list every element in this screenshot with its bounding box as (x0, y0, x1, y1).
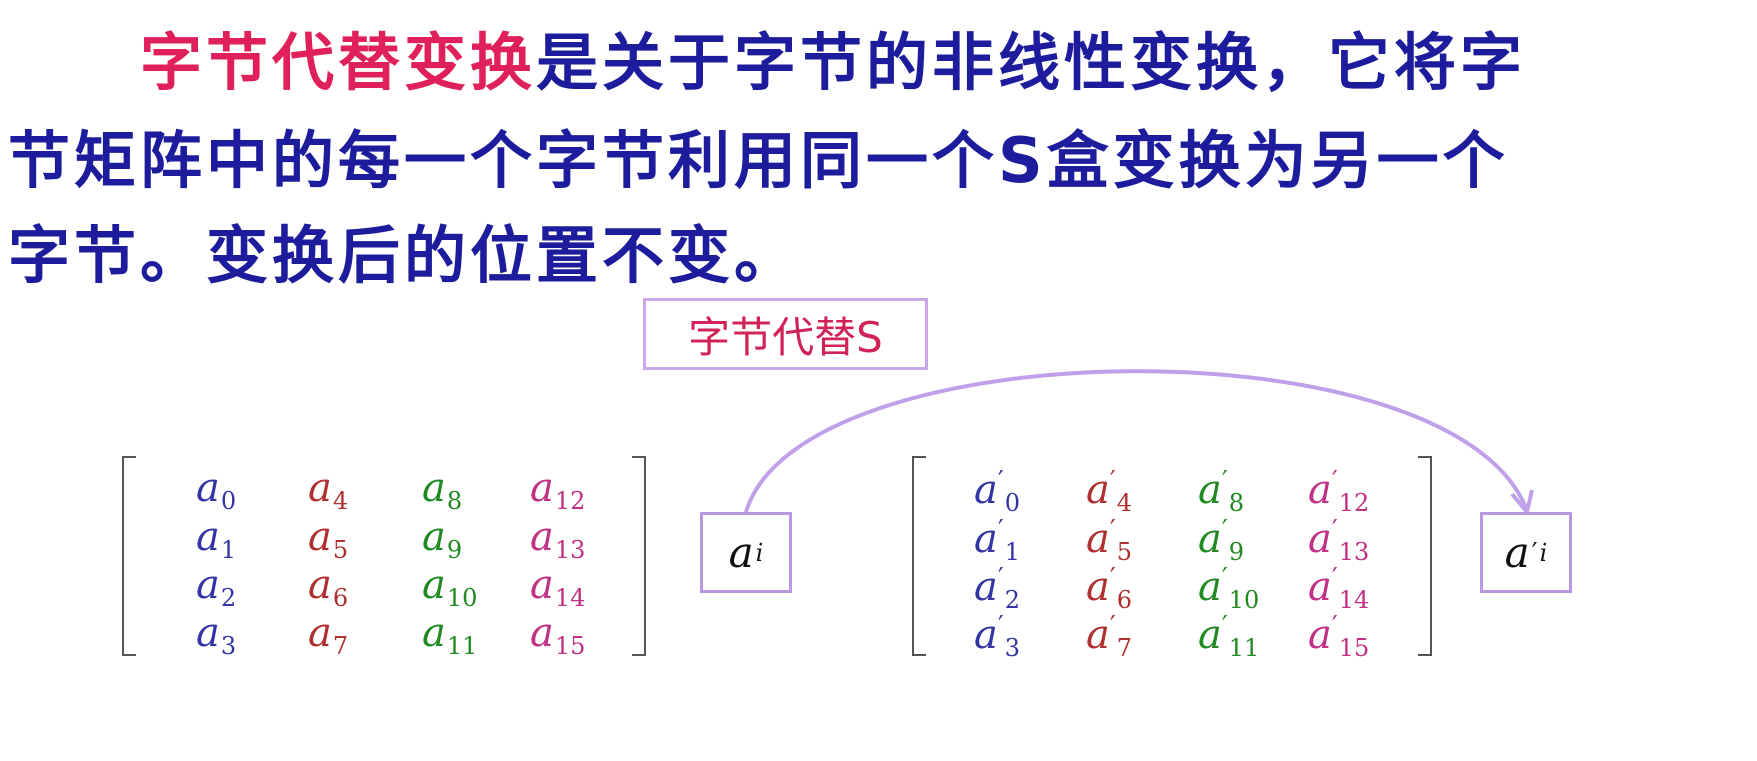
matrix-before-cell: a4 (308, 465, 349, 515)
matrix-after-cell: a′4 (1086, 466, 1133, 517)
matrix-before-cell: a12 (530, 465, 586, 515)
matrix-after-cell: a′8 (1198, 466, 1245, 517)
matrix-before-cell: a15 (530, 610, 586, 660)
matrix-after-cell: a′7 (1086, 611, 1133, 662)
matrix-before-cell: a14 (530, 562, 586, 612)
matrix-before-cell: a8 (422, 465, 463, 515)
paragraph-line-3: 字节。变换后的位置不变。 (8, 219, 801, 292)
highlight-cell-after: a′i (1480, 512, 1572, 593)
matrix-after-cell: a′11 (1198, 611, 1260, 662)
matrix-after-cell: a′3 (974, 611, 1021, 662)
matrix-after-cell: a′6 (1086, 563, 1133, 614)
matrix-after-cell: a′10 (1198, 563, 1260, 614)
left-bracket (912, 456, 926, 656)
right-bracket (632, 456, 646, 656)
matrix-after-cell: a′1 (974, 515, 1021, 566)
matrix-after-cell: a′0 (974, 466, 1021, 517)
matrix-after-cell: a′15 (1308, 611, 1370, 662)
matrix-after-cell: a′14 (1308, 563, 1370, 614)
matrix-before-cell: a13 (530, 514, 586, 564)
matrix-before-cell: a0 (196, 465, 237, 515)
matrix-before-cell: a6 (308, 562, 349, 612)
paragraph-line-1: 字节代替变换是关于字节的非线性变换，它将字 (140, 12, 1526, 102)
matrix-before-cell: a1 (196, 514, 237, 564)
matrix-before-cell: a11 (422, 610, 478, 660)
matrix-before-cell: a3 (196, 610, 237, 660)
right-bracket (1418, 456, 1432, 656)
matrix-before-cell: a7 (308, 610, 349, 660)
matrix-after-cell: a′12 (1308, 466, 1370, 517)
matrix-before-cell: a10 (422, 562, 478, 612)
matrix-after-cell: a′9 (1198, 515, 1245, 566)
matrix-before-cell: a5 (308, 514, 349, 564)
matrix-after-cell: a′2 (974, 563, 1021, 614)
matrix-after-cell: a′5 (1086, 515, 1133, 566)
highlight-term: 字节代替变换 (140, 26, 537, 99)
sbox-label-box: 字节代替S (643, 298, 928, 370)
matrix-before-cell: a9 (422, 514, 463, 564)
matrix-after-cell: a′13 (1308, 515, 1370, 566)
paragraph-line-2: 节矩阵中的每一个字节利用同一个S盒变换为另一个 (8, 124, 1509, 197)
matrix-before-cell: a2 (196, 562, 237, 612)
line1-text: 是关于字节的非线性变换，它将字 (536, 26, 1527, 99)
left-bracket (122, 456, 136, 656)
